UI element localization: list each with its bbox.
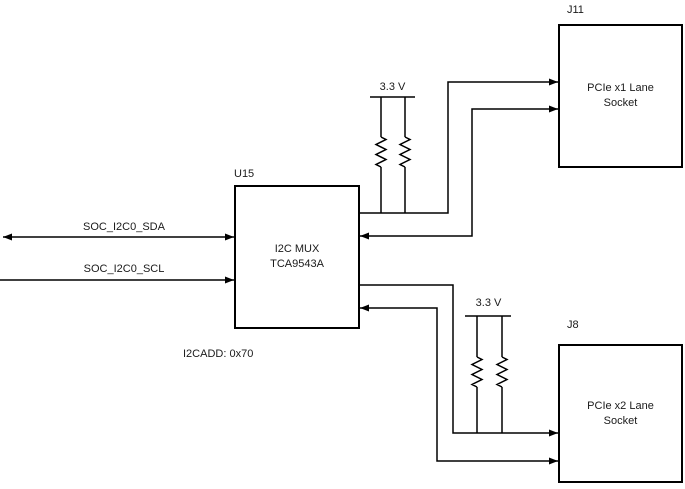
arrow-right-icon — [225, 276, 234, 284]
lower-rail-voltage-label: 3.3 V — [475, 297, 502, 309]
mux-name-line2: TCA9543A — [270, 258, 324, 270]
mux-ref-designator: U15 — [234, 168, 255, 180]
upper-rail-voltage-label: 3.3 V — [379, 81, 406, 93]
mux-name-line1: I2C MUX — [274, 243, 320, 255]
j11-ref-designator: J11 — [567, 4, 584, 16]
j8-ref-designator: J8 — [567, 319, 579, 331]
arrow-right-icon — [549, 78, 558, 86]
resistor-symbol — [399, 97, 411, 213]
resistor-symbol — [496, 316, 508, 433]
sda-net-label: SOC_I2C0_SDA — [83, 221, 165, 233]
sda-bus-wire — [3, 233, 234, 241]
j11-name-line2: Socket — [603, 97, 638, 109]
j11-name-line1: PCIe x1 Lane — [587, 82, 654, 94]
arrow-left-icon — [3, 233, 12, 241]
arrow-right-icon — [225, 233, 234, 241]
lower-pullup-rail — [465, 315, 511, 433]
upper-pullup-rail — [370, 96, 415, 213]
j8-name-line1: PCIe x2 Lane — [587, 399, 654, 412]
pcie-x2-socket-block: PCIe x2 Lane Socket — [558, 344, 683, 483]
j8-sda-wire — [360, 304, 558, 465]
resistor-symbol — [471, 316, 483, 433]
j8-name-line2: Socket — [603, 414, 638, 427]
resistor-symbol — [375, 97, 387, 213]
arrow-right-icon — [549, 429, 558, 437]
j8-scl-wire — [360, 284, 558, 437]
arrow-left-icon — [360, 304, 369, 312]
j11-sda-wire — [360, 105, 558, 240]
arrow-right-icon — [549, 457, 558, 465]
pcie-x1-socket-block: PCIe x1 Lane Socket — [558, 24, 683, 168]
arrow-right-icon — [549, 105, 558, 113]
scl-bus-wire — [0, 276, 234, 284]
i2c-mux-block: I2C MUX TCA9543A — [234, 185, 360, 329]
arrow-left-icon — [360, 232, 369, 240]
j11-scl-wire — [360, 78, 558, 214]
i2c-address-note: I2CADD: 0x70 — [183, 348, 254, 360]
scl-net-label: SOC_I2C0_SCL — [83, 263, 165, 275]
